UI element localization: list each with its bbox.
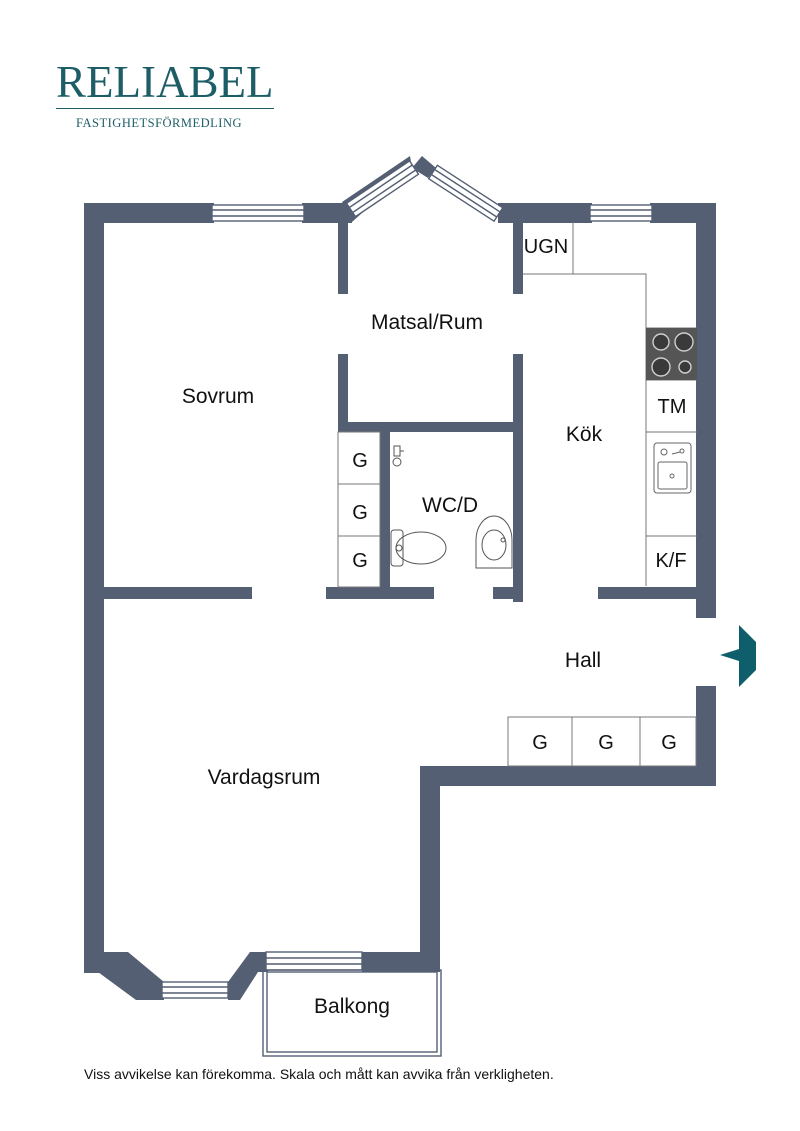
wardrobe-label: G bbox=[532, 732, 548, 754]
wall-top-right bbox=[498, 203, 592, 223]
wall-wc-bottom-right bbox=[493, 587, 523, 599]
window-vardagsrum-bay bbox=[161, 981, 229, 999]
wall-wc-bottom-left bbox=[326, 587, 434, 599]
room-label-hall: Hall bbox=[565, 649, 601, 672]
hall-wardrobes bbox=[507, 716, 697, 767]
room-label-balkong: Balkong bbox=[314, 995, 390, 1018]
wall-right-lower bbox=[696, 686, 716, 786]
window-bay-right bbox=[427, 164, 504, 223]
tap-icon bbox=[392, 445, 404, 467]
wall-bay-right bbox=[228, 952, 268, 1000]
fixture-label-tm: TM bbox=[658, 396, 687, 418]
window-kok bbox=[589, 204, 653, 222]
window-balcony-door bbox=[265, 951, 363, 971]
wall-balcony-right bbox=[420, 766, 440, 972]
room-label-kok: Kök bbox=[566, 423, 603, 446]
wardrobe-label: G bbox=[598, 732, 614, 754]
window-bay-left bbox=[345, 159, 420, 218]
wardrobe-label: G bbox=[661, 732, 677, 754]
room-label-sovrum: Sovrum bbox=[182, 385, 254, 408]
wall-top-left bbox=[84, 203, 214, 223]
room-label-matsal: Matsal/Rum bbox=[371, 311, 483, 334]
wall-matsal-right bbox=[513, 220, 523, 294]
brand-rule bbox=[56, 108, 274, 109]
brand-name: RELIABEL bbox=[56, 57, 274, 107]
wall-bottom-right bbox=[362, 952, 440, 972]
windows bbox=[161, 159, 653, 999]
wc-closets bbox=[337, 431, 381, 588]
entry-arrow-icon bbox=[720, 625, 756, 687]
wall-kok-bottom bbox=[598, 587, 698, 599]
stove-icon bbox=[646, 328, 697, 380]
wall-wc-top bbox=[338, 422, 523, 432]
wall-top-mid bbox=[302, 203, 352, 223]
balcony-outline bbox=[262, 969, 442, 1057]
wall-matsal-left bbox=[338, 220, 348, 294]
brand-logo: RELIABEL FASTIGHETSFÖRMEDLING bbox=[56, 57, 276, 130]
wall-bay-left bbox=[84, 952, 164, 1000]
window-sovrum bbox=[211, 204, 305, 222]
wall-wc-left-upper bbox=[338, 354, 348, 430]
room-label-vardagsrum: Vardagsrum bbox=[208, 766, 321, 789]
wall-wc-closet bbox=[380, 422, 390, 598]
walls bbox=[84, 156, 716, 1000]
disclaimer-text: Viss avvikelse kan förekomma. Skala och … bbox=[84, 1066, 554, 1082]
wall-sovrum-bottom bbox=[104, 587, 252, 599]
kitchen-counters bbox=[523, 222, 697, 586]
brand-tagline: FASTIGHETSFÖRMEDLING bbox=[76, 116, 243, 130]
wall-left bbox=[84, 203, 104, 973]
fixture-label-ugn: UGN bbox=[524, 236, 568, 258]
kitchen-sink-icon bbox=[653, 442, 692, 494]
wardrobe-label: G bbox=[352, 550, 368, 572]
wardrobe-label: G bbox=[352, 502, 368, 524]
wall-step bbox=[420, 766, 716, 786]
wall-bay-top-peak bbox=[412, 156, 436, 178]
wardrobe-label: G bbox=[352, 450, 368, 472]
room-label-wc: WC/D bbox=[422, 494, 478, 517]
fixture-label-kf: K/F bbox=[655, 550, 686, 572]
wall-right-upper bbox=[696, 203, 716, 618]
wall-wc-right bbox=[513, 354, 523, 602]
toilet-icon bbox=[390, 529, 447, 567]
washbasin-icon bbox=[475, 515, 513, 569]
